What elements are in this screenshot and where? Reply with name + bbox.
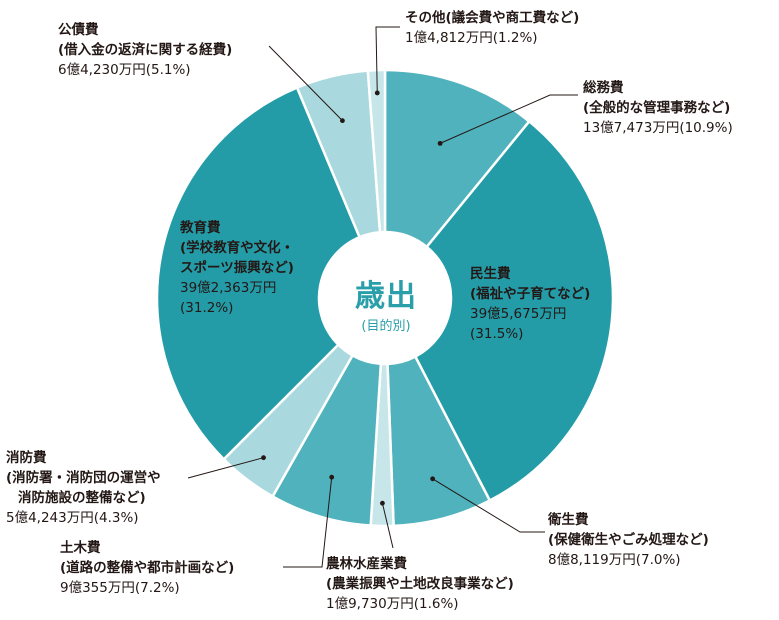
label-eiseihi-name: 衛生費 [548, 512, 589, 528]
label-dobokuhi-name: 土木費 [60, 540, 101, 556]
leader-line-shobohi [187, 457, 264, 479]
slice-minseihi [413, 119, 615, 503]
leader-line-sonota [375, 26, 400, 93]
label-minseihi-value: 39億5,675万円 [470, 306, 567, 322]
label-norinhi: 農林水産業費 (農業振興や土地改良事業など) 1億9,730万円(1.6%) [326, 554, 514, 614]
label-eiseihi-desc: (保健衛生やごみ処理など) [548, 532, 709, 548]
label-somuhi-value: 13億7,473万円(10.9%) [583, 120, 733, 136]
leader-line-kosaihi [268, 45, 343, 121]
label-minseihi-pct: (31.5%) [470, 326, 524, 342]
label-norinhi-desc: (農業振興や土地改良事業など) [326, 576, 514, 592]
leader-line-somuhi [439, 94, 578, 144]
label-minseihi-desc: (福祉や子育てなど) [470, 286, 591, 302]
label-kyoikuhi-desc2: スポーツ振興など) [180, 260, 294, 276]
label-shobohi: 消防費 (消防署・消防団の運営や 消防施設の整備など) 5億4,243万円(4.… [6, 448, 161, 528]
label-kyoikuhi-value: 39億2,363万円 [180, 280, 277, 296]
label-minseihi: 民生費 (福祉や子育てなど) 39億5,675万円 (31.5%) [470, 264, 590, 344]
label-kosaihi: 公債費 (借入金の返済に関する経費) 6億4,230万円(5.1%) [58, 20, 232, 80]
label-kosaihi-name: 公債費 [58, 22, 99, 38]
label-somuhi-name: 総務費 [583, 80, 624, 96]
label-shobohi-desc: (消防署・消防団の運営や [6, 470, 161, 486]
donut-hole [320, 233, 450, 363]
label-dobokuhi: 土木費 (道路の整備や都市計画など) 9億355万円(7.2%) [60, 538, 234, 598]
label-shobohi-desc2: 消防施設の整備など) [18, 490, 146, 506]
leader-line-dobokuhi [283, 477, 333, 568]
label-kyoikuhi-desc: (学校教育や文化・ [180, 240, 295, 256]
label-eiseihi-value: 8億8,119万円(7.0%) [548, 552, 681, 568]
label-sonota-value: 1億4,812万円(1.2%) [405, 30, 538, 46]
slice-sonota [366, 68, 387, 234]
label-kosaihi-desc: (借入金の返済に関する経費) [58, 42, 233, 58]
label-kyoikuhi: 教育費 (学校教育や文化・ スポーツ振興など) 39億2,363万円 (31.2… [180, 218, 294, 318]
label-dobokuhi-value: 9億355万円(7.2%) [60, 580, 180, 596]
label-sonota-name: その他 [405, 10, 446, 26]
label-sonota-desc: (議会費や商工費など) [445, 10, 580, 26]
label-kyoikuhi-pct: (31.2%) [180, 300, 234, 316]
label-norinhi-name: 農林水産業費 [326, 556, 407, 572]
chart-title: 歳出 [355, 279, 417, 314]
label-somuhi: 総務費 (全般的な管理事務など) 13億7,473万円(10.9%) [583, 78, 733, 138]
label-shobohi-value: 5億4,243万円(4.3%) [6, 510, 139, 526]
label-sonota: その他(議会費や商工費など) 1億4,812万円(1.2%) [405, 8, 579, 48]
label-dobokuhi-desc: (道路の整備や都市計画など) [60, 560, 235, 576]
label-minseihi-name: 民生費 [470, 266, 511, 282]
label-eiseihi: 衛生費 (保健衛生やごみ処理など) 8億8,119万円(7.0%) [548, 510, 709, 570]
leader-line-eiseihi [432, 478, 545, 533]
leader-line-norinhi [381, 503, 394, 549]
label-shobohi-name: 消防費 [6, 450, 47, 466]
label-kyoikuhi-name: 教育費 [180, 220, 221, 236]
label-somuhi-desc: (全般的な管理事務など) [583, 100, 731, 116]
leader-dot-somuhi [437, 140, 443, 146]
chart-subtitle: (目的別) [361, 319, 411, 334]
label-kosaihi-value: 6億4,230万円(5.1%) [58, 62, 191, 78]
slice-kyoikuhi [155, 85, 362, 461]
slice-somuhi [383, 68, 531, 249]
label-norinhi-value: 1億9,730万円(1.6%) [326, 596, 459, 612]
